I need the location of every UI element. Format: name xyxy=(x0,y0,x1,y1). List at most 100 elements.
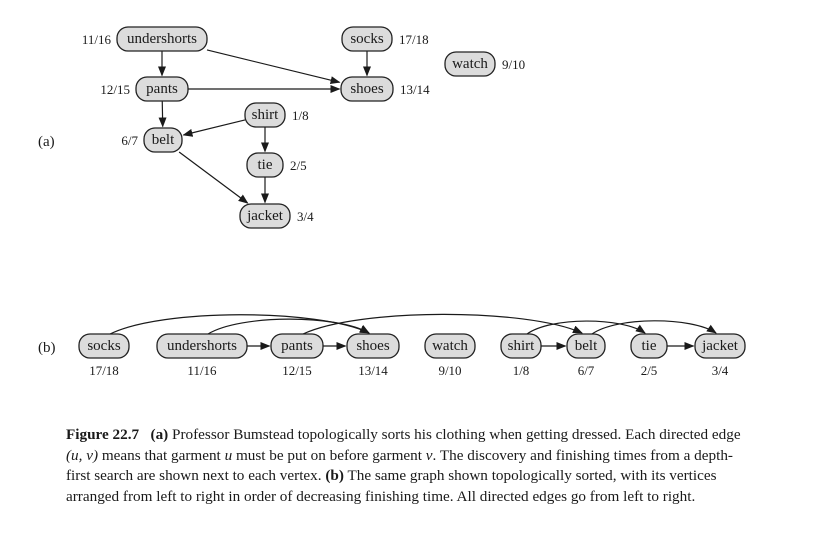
node-a-socks-shape xyxy=(341,26,393,52)
caption-text-4: . The discovery and finishing times from… xyxy=(66,446,733,485)
node-a-watch-shape xyxy=(444,51,496,77)
caption-text-5: The same graph shown topologically sorte… xyxy=(66,467,717,505)
node-b-undershorts-shape xyxy=(156,333,248,359)
node-a-jacket-time: 3/4 xyxy=(297,209,314,224)
node-a-shirt-label: shirt xyxy=(252,107,280,123)
node-b-watch-shape xyxy=(424,333,476,359)
node-b-belt-time: 6/7 xyxy=(578,363,595,378)
node-b-watch-label: watch xyxy=(432,338,468,354)
node-a-shirt: shirt xyxy=(244,102,286,128)
node-b-shirt-shape xyxy=(500,333,542,359)
edge-a-pants-belt xyxy=(158,100,167,128)
caption-var-v: v xyxy=(425,446,433,464)
node-b-shoes-time: 13/14 xyxy=(358,363,388,378)
edge-b-pants-belt xyxy=(302,313,583,335)
node-a-undershorts-time: 11/16 xyxy=(82,32,112,47)
node-b-pants-shape xyxy=(270,333,324,359)
node-a-shoes-label: shoes xyxy=(350,81,383,97)
node-b-pants-label: pants xyxy=(281,338,313,354)
node-b-socks-time: 17/18 xyxy=(89,363,119,378)
node-a-undershorts-label: undershorts xyxy=(127,31,197,47)
node-a-shoes-time: 13/14 xyxy=(400,82,430,97)
panel-a-label: (a) xyxy=(38,134,55,150)
node-b-watch: watch xyxy=(424,333,476,359)
node-b-shoes-label: shoes xyxy=(356,338,389,354)
node-b-tie-shape xyxy=(630,333,668,359)
node-a-tie-shape xyxy=(246,152,284,178)
node-a-watch: watch xyxy=(444,51,496,77)
node-a-pants-shape xyxy=(135,76,189,102)
node-b-shoes: shoes xyxy=(346,333,400,359)
edge-a-shirt-belt xyxy=(182,119,246,137)
node-a-pants: pants xyxy=(135,76,189,102)
node-b-undershorts-label: undershorts xyxy=(167,338,237,354)
node-b-watch-time: 9/10 xyxy=(438,363,461,378)
node-a-socks-time: 17/18 xyxy=(399,32,429,47)
node-a-belt-label: belt xyxy=(152,132,175,148)
figure-caption: Figure 22.7 (a) Professor Bumstead topol… xyxy=(66,425,756,507)
node-b-jacket: jacket xyxy=(694,333,746,359)
node-b-jacket-shape xyxy=(694,333,746,359)
node-a-belt: belt xyxy=(143,127,183,153)
node-b-belt: belt xyxy=(566,333,606,359)
caption-text-1: Professor Bumstead topologically sorts h… xyxy=(168,426,741,443)
node-a-belt-time: 6/7 xyxy=(121,133,138,148)
node-b-jacket-label: jacket xyxy=(701,338,739,354)
panel-b-label: (b) xyxy=(38,340,56,356)
node-b-shoes-shape xyxy=(346,333,400,359)
node-a-shirt-time: 1/8 xyxy=(292,108,309,123)
node-b-belt-label: belt xyxy=(575,338,598,354)
edge-b-undershorts-shoes xyxy=(207,318,370,335)
node-b-pants: pants xyxy=(270,333,324,359)
node-b-jacket-time: 3/4 xyxy=(712,363,729,378)
panel-a-nodes: undershorts 11/16 socks 17/18 watch 9/10 pants… xyxy=(82,26,525,229)
panel-b-nodes: socks 17/18 undershorts 11/16 pants 12/15 shoe… xyxy=(78,333,746,378)
caption-text-3: must be put on before garment xyxy=(232,446,426,464)
node-b-socks: socks xyxy=(78,333,130,359)
node-b-socks-label: socks xyxy=(87,338,120,354)
node-a-watch-time: 9/10 xyxy=(502,57,525,72)
node-b-pants-time: 12/15 xyxy=(282,363,312,378)
edge-a-undershorts-shoes xyxy=(206,49,341,85)
node-b-undershorts: undershorts xyxy=(156,333,248,359)
node-a-shoes-shape xyxy=(340,76,394,102)
node-a-watch-label: watch xyxy=(452,56,488,72)
node-a-jacket-label: jacket xyxy=(246,208,284,224)
node-a-tie: tie xyxy=(246,152,284,178)
caption-edge-notation: (u, v) xyxy=(66,446,99,464)
node-a-tie-time: 2/5 xyxy=(290,158,307,173)
edge-a-belt-jacket xyxy=(178,151,249,204)
node-a-socks: socks xyxy=(341,26,393,52)
node-b-tie-time: 2/5 xyxy=(641,363,658,378)
node-a-tie-label: tie xyxy=(258,157,273,173)
node-b-shirt-label: shirt xyxy=(508,338,536,354)
edge-b-shirt-tie xyxy=(526,320,646,335)
node-a-undershorts-shape xyxy=(116,26,208,52)
edge-b-socks-shoes xyxy=(109,314,370,335)
node-a-shoes: shoes xyxy=(340,76,394,102)
node-b-tie-label: tie xyxy=(642,338,657,354)
node-a-pants-time: 12/15 xyxy=(100,82,130,97)
node-b-belt-shape xyxy=(566,333,606,359)
caption-var-u: u xyxy=(224,446,233,464)
node-b-socks-shape xyxy=(78,333,130,359)
node-a-undershorts: undershorts xyxy=(116,26,208,52)
node-b-undershorts-time: 11/16 xyxy=(187,363,217,378)
caption-figure-label: Figure 22.7 xyxy=(66,426,140,443)
caption-text-2: means that garment xyxy=(98,446,225,464)
node-b-shirt: shirt xyxy=(500,333,542,359)
panel-a-edges xyxy=(158,49,371,204)
caption-part-a: (a) xyxy=(150,426,169,443)
node-a-pants-label: pants xyxy=(146,81,178,97)
panel-b-edges xyxy=(109,313,717,350)
node-b-shirt-time: 1/8 xyxy=(513,363,530,378)
node-a-belt-shape xyxy=(143,127,183,153)
node-a-socks-label: socks xyxy=(350,31,383,47)
edge-b-belt-jacket xyxy=(591,320,717,335)
node-b-tie: tie xyxy=(630,333,668,359)
node-a-jacket-shape xyxy=(239,203,291,229)
node-a-jacket: jacket xyxy=(239,203,291,229)
caption-part-b: (b) xyxy=(325,467,344,484)
node-a-shirt-shape xyxy=(244,102,286,128)
